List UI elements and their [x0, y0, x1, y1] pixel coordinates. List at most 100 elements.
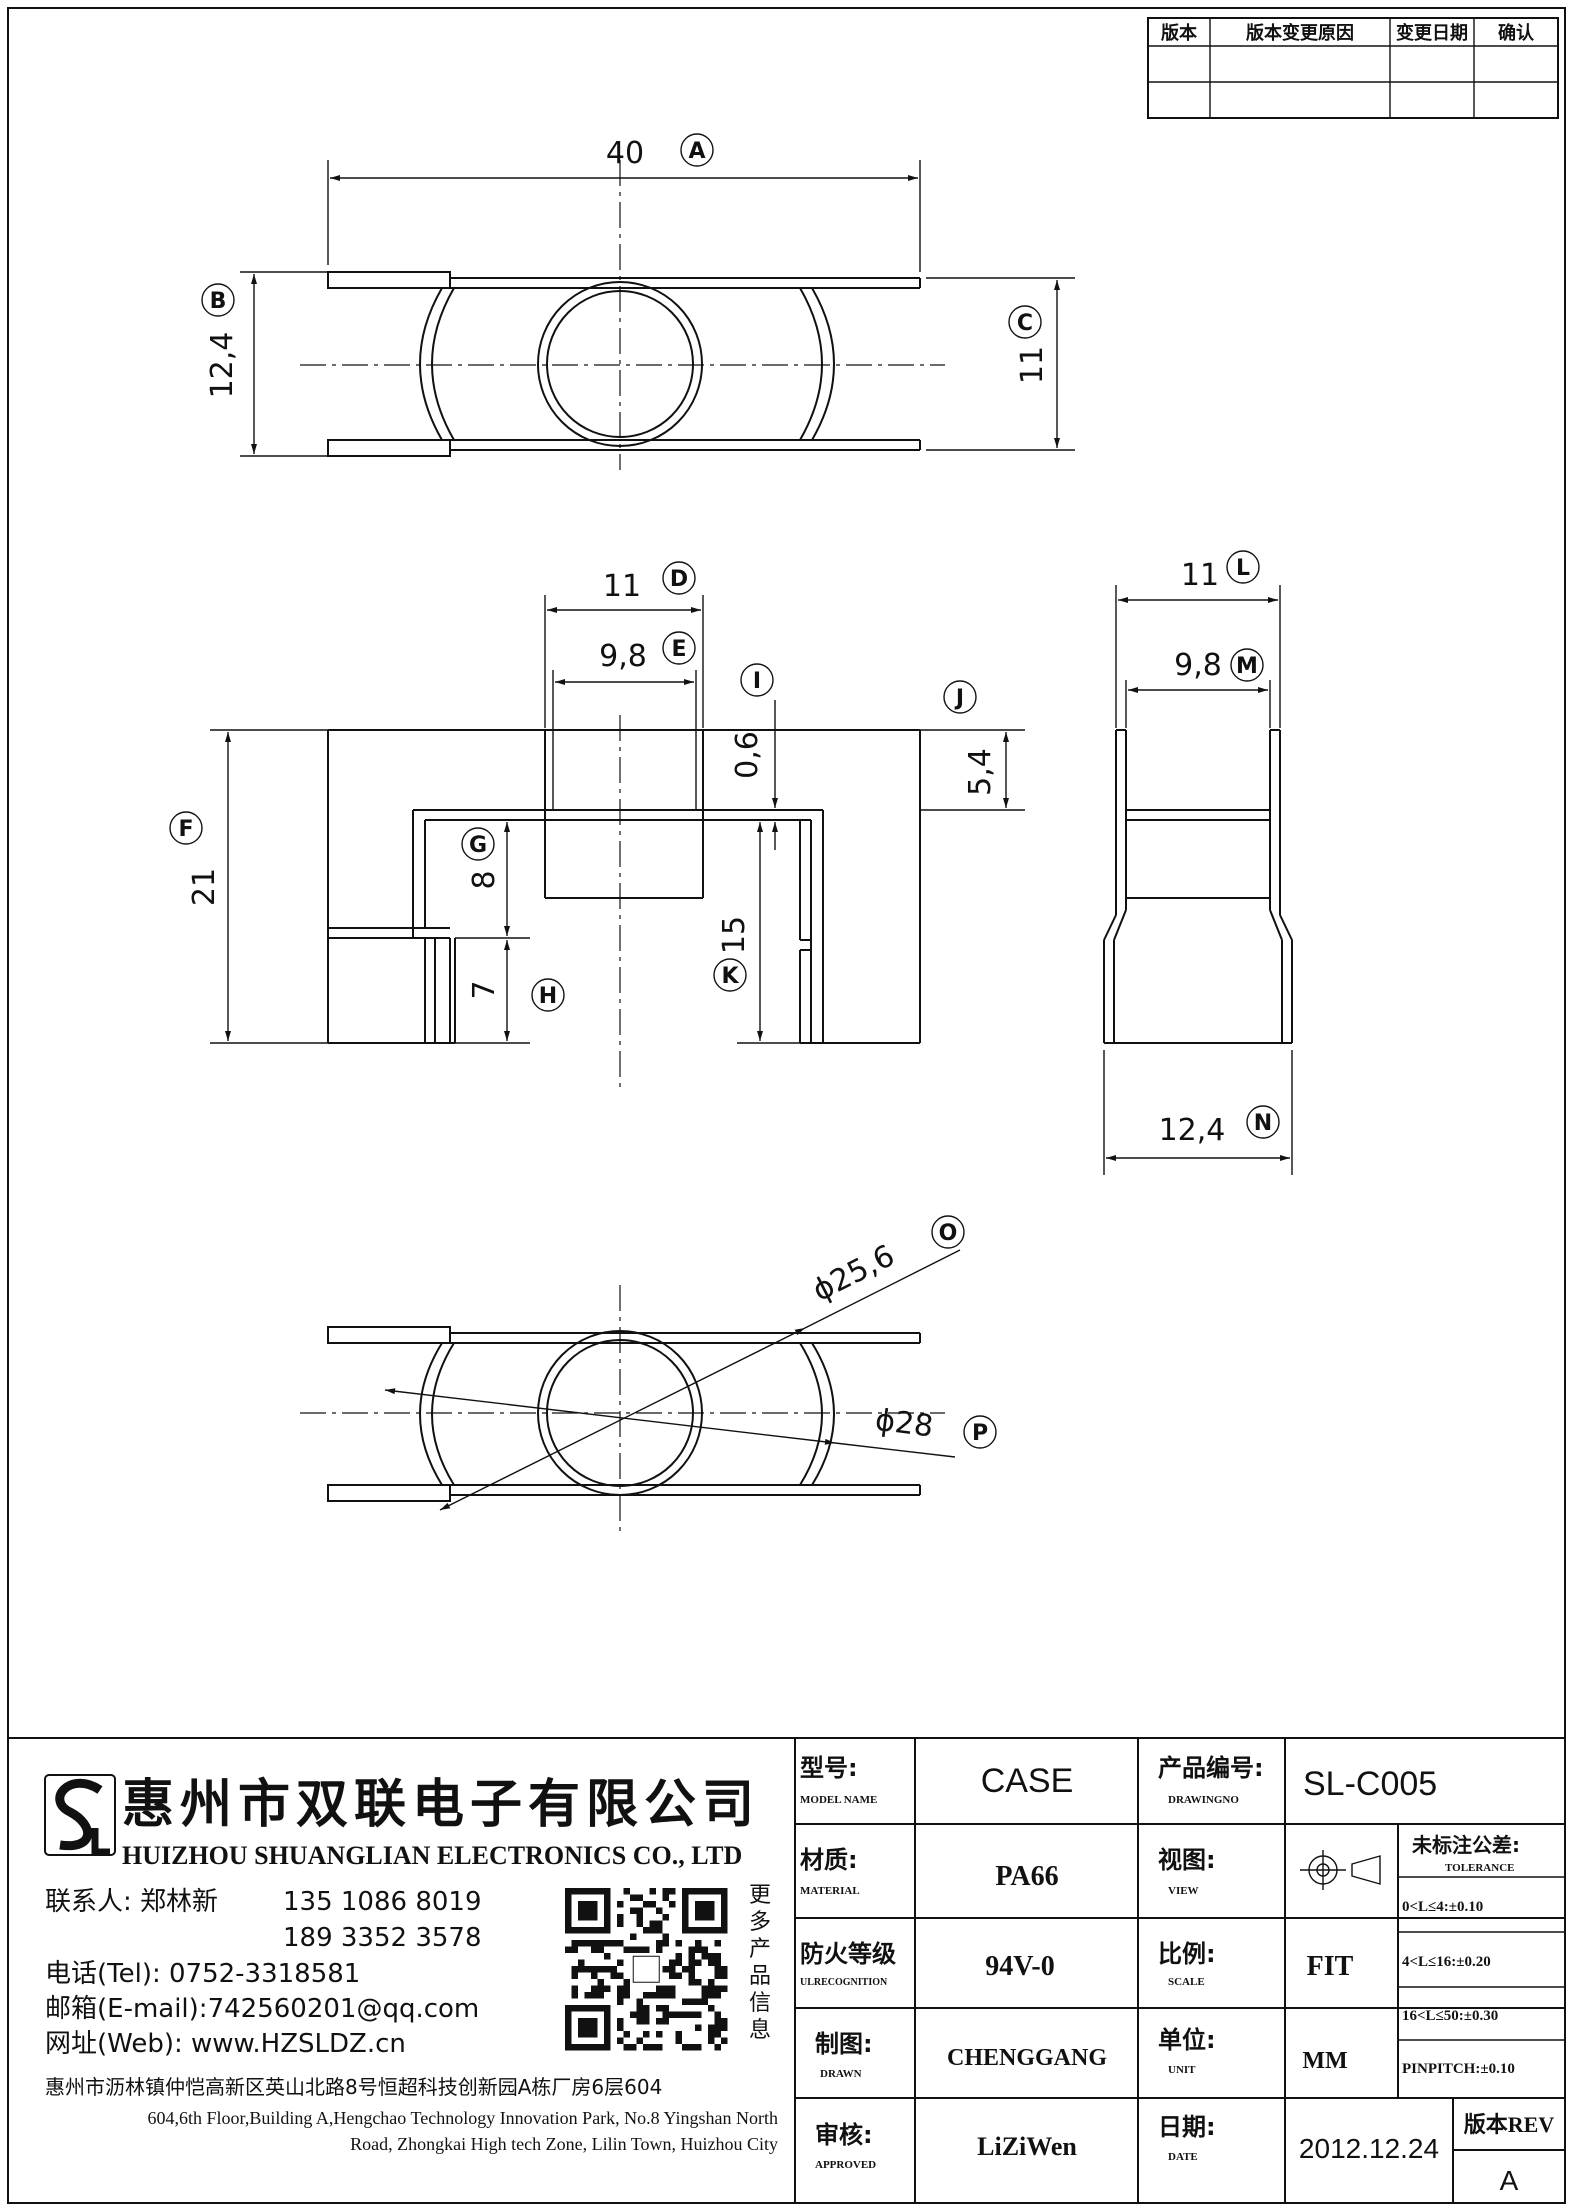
dim-k-value: 15 [717, 916, 752, 954]
tolerance-4: PINPITCH:±0.10 [1402, 2061, 1515, 2077]
contact-phone-2: 189 3352 3578 [283, 1923, 482, 1953]
tolerance-label: 未标注公差: [1412, 1833, 1520, 1857]
drawn-label-en: DRAWN [820, 2068, 862, 2080]
title-block: 型号: MODEL NAME CASE 产品编号: DRAWINGNO SL-C… [8, 1737, 1565, 2203]
dim-k-letter: K [721, 964, 739, 989]
date-value: 2012.12.24 [1299, 2133, 1439, 2164]
dim-p-value: ϕ28 [873, 1403, 935, 1445]
dim-a-value: 40 [606, 136, 644, 171]
side-view: 11 L 9,8 M 12,4 N [1103, 550, 1293, 1175]
top-view: 40 A 12,4 B 11 C [201, 133, 1075, 470]
qr-side-2: 多 [749, 1910, 771, 1935]
dim-c-value: 11 [1015, 346, 1050, 384]
unit-label-en: UNIT [1168, 2064, 1196, 2076]
dim-o-value: ϕ25,6 [807, 1238, 900, 1308]
rev-header-version: 版本 [1161, 22, 1197, 44]
material-value: PA66 [995, 1861, 1058, 1892]
dim-e-value: 9,8 [599, 639, 647, 674]
qr-code [565, 1888, 728, 2051]
drawn-value: CHENGGANG [947, 2045, 1107, 2071]
scale-value: FIT [1307, 1951, 1354, 1982]
approved-label: 审核: [815, 2121, 873, 2149]
dim-b-letter: B [210, 289, 227, 314]
fire-label-en: ULRECOGNITION [800, 1977, 888, 1988]
dim-e-letter: E [671, 637, 686, 662]
tolerance-label-en: TOLERANCE [1445, 1862, 1514, 1874]
company-logo [44, 1774, 116, 1856]
rev-header-date: 变更日期 [1396, 22, 1468, 44]
dim-n-letter: N [1254, 1111, 1272, 1136]
dim-d-letter: D [670, 567, 688, 592]
bottom-view: ϕ25,6 O ϕ28 P [300, 1215, 997, 1535]
qr-side-4: 品 [749, 1964, 771, 1989]
date-label-en: DATE [1168, 2151, 1198, 2163]
material-label-en: MATERIAL [800, 1885, 860, 1897]
front-view: 11 D 9,8 E 21 F 8 G 7 H 0,6 I [169, 561, 1025, 1090]
dim-o-letter: O [939, 1221, 958, 1246]
model-label: 型号: [800, 1754, 858, 1782]
company-email: 邮箱(E-mail):742560201@qq.com [45, 1994, 479, 2024]
qr-side-6: 息 [749, 2018, 771, 2043]
drawn-label: 制图: [815, 2030, 873, 2058]
company-name-cn: 惠州市双联电子有限公司 [122, 1774, 760, 1835]
qr-side-5: 信 [749, 1991, 771, 2016]
view-label-en: VIEW [1168, 1885, 1199, 1897]
rev-label: 版本REV [1464, 2112, 1555, 2137]
company-tel: 电话(Tel): 0752-3318581 [45, 1959, 360, 1989]
scale-label: 比例: [1158, 1940, 1216, 1968]
drawing-no-label-en: DRAWINGNO [1168, 1794, 1239, 1806]
tolerance-1: 0<L≤4:±0.10 [1402, 1899, 1483, 1915]
dim-m-letter: M [1236, 654, 1258, 679]
dim-f-letter: F [178, 817, 193, 842]
rev-header-confirm: 确认 [1498, 22, 1535, 44]
address-en-1: 604,6th Floor,Building A,Hengchao Techno… [148, 2108, 778, 2128]
dim-i-letter: I [753, 669, 761, 694]
dim-c-letter: C [1017, 311, 1033, 336]
dim-m-value: 9,8 [1174, 648, 1222, 683]
contact-person: 联系人: 郑林新 [45, 1887, 218, 1917]
drawing-no-label: 产品编号: [1158, 1754, 1264, 1782]
model-value: CASE [981, 1762, 1074, 1800]
qr-side-1: 更 [749, 1883, 771, 1908]
dim-j-letter: J [954, 686, 964, 711]
company-website: 网址(Web): www.HZSLDZ.cn [45, 2029, 406, 2059]
fire-label: 防火等级 [800, 1940, 896, 1968]
company-name-en: HUIZHOU SHUANGLIAN ELECTRONICS CO., LTD [122, 1841, 742, 1870]
approved-label-en: APPROVED [815, 2159, 876, 2171]
tolerance-3: 16<L≤50:±0.30 [1402, 2008, 1498, 2024]
unit-value: MM [1302, 2048, 1347, 2074]
material-label: 材质: [800, 1846, 858, 1874]
dim-j-value: 5,4 [963, 748, 998, 796]
drawing-no-value: SL-C005 [1303, 1765, 1437, 1803]
view-label: 视图: [1158, 1846, 1216, 1874]
dim-d-value: 11 [603, 569, 641, 604]
company-panel: 惠州市双联电子有限公司 HUIZHOU SHUANGLIAN ELECTRONI… [44, 1774, 778, 2154]
dim-a-letter: A [688, 139, 705, 164]
dim-g-value: 8 [467, 870, 502, 889]
fire-value: 94V-0 [985, 1951, 1054, 1982]
dim-b-value: 12,4 [205, 332, 240, 399]
revision-table: 版本 版本变更原因 变更日期 确认 [1147, 17, 1559, 119]
qr-side-3: 产 [749, 1937, 771, 1962]
dim-p-letter: P [972, 1421, 988, 1446]
approved-value: LiZiWen [977, 2132, 1077, 2161]
dim-l-value: 11 [1181, 558, 1219, 593]
contact-phone-1: 135 1086 8019 [283, 1887, 482, 1917]
address-en-2: Road, Zhongkai High tech Zone, Lilin Tow… [350, 2134, 778, 2154]
dim-h-value: 7 [467, 980, 502, 999]
rev-header-reason: 版本变更原因 [1246, 22, 1354, 44]
date-label: 日期: [1158, 2113, 1216, 2141]
address-cn: 惠州市沥林镇仲恺高新区英山北路8号恒超科技创新园A栋厂房6层604 [45, 2075, 662, 2099]
projection-symbol-icon [1300, 1850, 1381, 1890]
dim-l-letter: L [1236, 556, 1250, 581]
dim-n-value: 12,4 [1159, 1113, 1226, 1148]
page-border [7, 7, 1566, 2204]
dim-g-letter: G [469, 833, 487, 858]
scale-label-en: SCALE [1168, 1976, 1205, 1988]
tolerance-2: 4<L≤16:±0.20 [1402, 1954, 1491, 1970]
dim-h-letter: H [539, 984, 557, 1009]
unit-label: 单位: [1158, 2026, 1216, 2054]
dim-i-value: 0,6 [730, 731, 765, 779]
model-label-en: MODEL NAME [800, 1794, 877, 1806]
